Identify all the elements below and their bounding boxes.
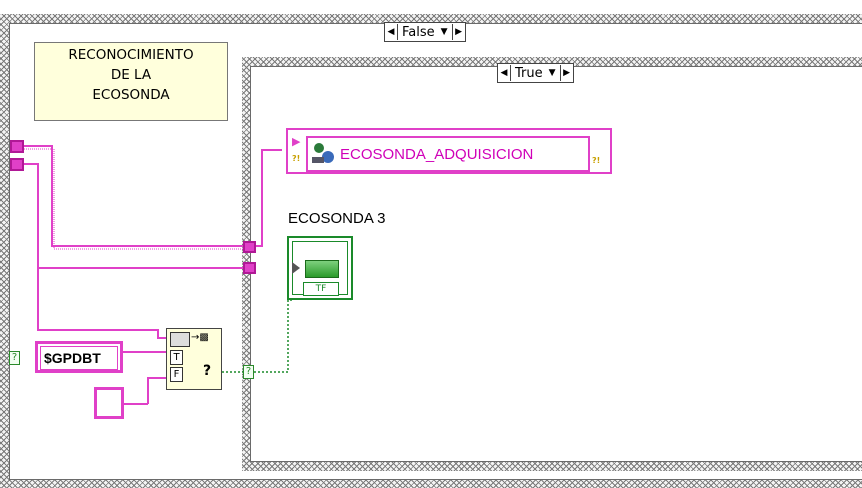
play-arrow-icon: ▶ bbox=[292, 135, 301, 148]
select-icon-top bbox=[170, 332, 190, 347]
boolean-led-icon bbox=[305, 260, 339, 278]
comment-line-1: RECONOCIMIENTO bbox=[68, 47, 194, 63]
left-arrow-icon[interactable]: ◀ bbox=[498, 65, 510, 81]
inner-case-value: True bbox=[515, 65, 543, 81]
string-constant[interactable]: $GPDBT bbox=[35, 341, 123, 373]
select-symbol: ? bbox=[203, 363, 212, 379]
comment-label: RECONOCIMIENTO DE LA ECOSONDA bbox=[34, 42, 228, 121]
input-arrow-icon bbox=[292, 262, 300, 274]
inner-tunnel[interactable] bbox=[243, 262, 256, 274]
left-arrow-icon[interactable]: ◀ bbox=[385, 24, 397, 40]
outer-case-value: False bbox=[402, 24, 435, 40]
unknown-tunnel[interactable]: ? bbox=[9, 351, 20, 365]
right-arrow-icon[interactable]: ▶ bbox=[452, 24, 465, 40]
indicator-label: ECOSONDA 3 bbox=[288, 210, 386, 227]
boolean-indicator-terminal[interactable]: TF bbox=[287, 236, 353, 300]
subvi-label: ECOSONDA_ADQUISICION bbox=[340, 145, 534, 163]
outer-case-selector[interactable]: ◀ False ▼ ▶ bbox=[384, 22, 466, 42]
subvi-name-box: ECOSONDA_ADQUISICION bbox=[306, 136, 590, 172]
comment-line-2: DE LA bbox=[110, 67, 152, 83]
comment-line-3: ECOSONDA bbox=[92, 87, 170, 103]
right-arrow-icon[interactable]: ▶ bbox=[560, 65, 573, 81]
arrow-icon: →▩ bbox=[191, 332, 209, 343]
boolean-wire[interactable] bbox=[222, 299, 294, 373]
input-tunnel[interactable] bbox=[10, 158, 24, 171]
outer-case-selector-label[interactable]: False ▼ bbox=[397, 24, 453, 40]
string-constant-value: $GPDBT bbox=[40, 346, 118, 370]
inner-case-selector[interactable]: ◀ True ▼ ▶ bbox=[497, 63, 574, 83]
error-terminal-icon: ?! bbox=[592, 156, 601, 165]
unknown-tunnel[interactable]: ? bbox=[243, 365, 254, 379]
subvi-reference[interactable]: ▶ ?! ECOSONDA_ADQUISICION ?! bbox=[286, 128, 612, 174]
input-tunnel[interactable] bbox=[10, 140, 24, 153]
select-function-node[interactable]: →▩ T F ? bbox=[166, 328, 222, 390]
true-terminal: T bbox=[170, 350, 183, 365]
chevron-down-icon[interactable]: ▼ bbox=[548, 68, 556, 78]
inner-tunnel[interactable] bbox=[243, 241, 256, 253]
inner-case-selector-label[interactable]: True ▼ bbox=[510, 65, 561, 81]
network-subvi-icon bbox=[312, 143, 336, 165]
empty-string-constant[interactable] bbox=[94, 387, 124, 419]
false-terminal: F bbox=[170, 367, 183, 382]
chevron-down-icon[interactable]: ▼ bbox=[440, 27, 448, 37]
error-terminal-icon: ?! bbox=[292, 154, 301, 163]
type-label: TF bbox=[303, 282, 339, 296]
